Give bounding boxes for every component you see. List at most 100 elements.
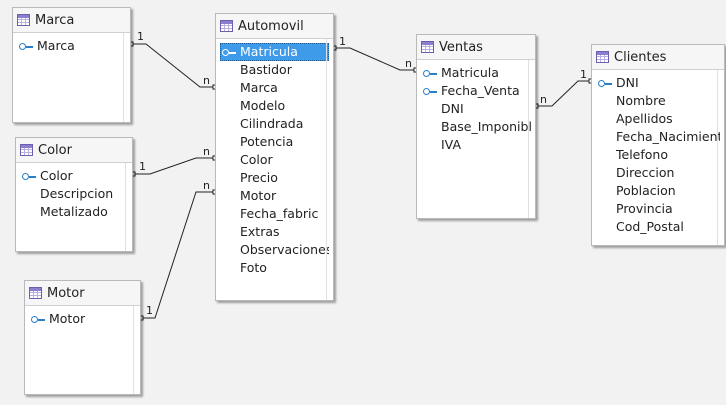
field-row[interactable]: Fecha_Nacimiento	[596, 128, 720, 146]
field-name: Marca	[240, 80, 278, 95]
scrollbar[interactable]	[123, 33, 130, 122]
cardinality-one-label: 1	[339, 35, 346, 48]
table-icon	[17, 14, 30, 26]
relation-line-clientes-ventas[interactable]	[536, 80, 591, 107]
field-name: Cod_Postal	[616, 219, 684, 234]
field-row[interactable]: Base_Imponible	[421, 118, 531, 136]
scrollbar[interactable]	[326, 39, 333, 300]
field-name: Provincia	[616, 201, 673, 216]
field-row[interactable]: Marca	[220, 79, 329, 97]
field-row[interactable]: Bastidor	[220, 61, 329, 79]
field-name: Apellidos	[616, 111, 673, 126]
field-name: Poblacion	[616, 183, 676, 198]
field-row[interactable]: Marca	[17, 37, 126, 55]
field-row[interactable]: Direccion	[596, 164, 720, 182]
table-icon	[29, 287, 42, 299]
field-name: Fecha_fabric	[240, 206, 319, 221]
field-name: Fecha_Venta	[441, 83, 520, 98]
field-row[interactable]: Extras	[220, 223, 329, 241]
field-name: DNI	[441, 101, 464, 116]
scrollbar[interactable]	[717, 70, 724, 245]
table-icon	[596, 51, 609, 63]
primary-key-icon	[598, 78, 612, 88]
primary-key-icon	[222, 47, 236, 57]
field-row[interactable]: Modelo	[220, 97, 329, 115]
primary-key-icon	[22, 171, 36, 181]
field-name: Cilindrada	[240, 116, 304, 131]
cardinality-many-label: n	[540, 93, 547, 106]
field-name: Fecha_Nacimiento	[616, 129, 720, 144]
table-header[interactable]: Color	[16, 138, 132, 163]
field-name: Motor	[49, 311, 86, 326]
table-header[interactable]: Motor	[25, 281, 140, 306]
relation-line-automovil-ventas[interactable]	[334, 47, 416, 71]
field-row[interactable]: DNI	[596, 74, 720, 92]
field-row[interactable]: Cod_Postal	[596, 218, 720, 236]
field-row[interactable]: Fecha_Venta	[421, 82, 531, 100]
field-row[interactable]: IVA	[421, 136, 531, 154]
field-name: Matricula	[240, 44, 298, 59]
field-name: DNI	[616, 75, 639, 90]
field-row[interactable]: Metalizado	[20, 203, 128, 221]
table-title: Motor	[47, 285, 85, 301]
field-row[interactable]: Color	[20, 167, 128, 185]
field-row[interactable]: Potencia	[220, 133, 329, 151]
relation-line-marca-automovil[interactable]	[131, 43, 215, 88]
field-name: Observaciones	[240, 242, 329, 257]
field-row[interactable]: Nombre	[596, 92, 720, 110]
cardinality-one-label: 1	[139, 160, 146, 173]
field-row[interactable]: Motor	[220, 187, 329, 205]
field-row[interactable]: Foto	[220, 259, 329, 277]
field-row[interactable]: Motor	[29, 310, 136, 328]
scrollbar[interactable]	[125, 163, 132, 251]
primary-key-icon	[423, 68, 437, 78]
field-name: Metalizado	[40, 204, 108, 219]
field-row[interactable]: Matricula	[220, 43, 329, 61]
table-header[interactable]: Marca	[13, 8, 130, 33]
scrollbar[interactable]	[528, 60, 535, 218]
cardinality-one-label: 1	[580, 68, 587, 81]
field-name: Marca	[37, 38, 75, 53]
field-name: Modelo	[240, 98, 286, 113]
scrollbar[interactable]	[133, 306, 140, 394]
field-row[interactable]: Descripcion	[20, 185, 128, 203]
field-row[interactable]: Color	[220, 151, 329, 169]
field-row[interactable]: Cilindrada	[220, 115, 329, 133]
field-row[interactable]: Precio	[220, 169, 329, 187]
field-row[interactable]: Fecha_fabric	[220, 205, 329, 223]
field-row[interactable]: Observaciones	[220, 241, 329, 259]
relation-line-color-automovil[interactable]	[133, 157, 215, 175]
cardinality-many-label: n	[405, 57, 412, 70]
primary-key-icon	[19, 41, 33, 51]
cardinality-many-label: n	[203, 74, 210, 87]
relation-line-motor-automovil[interactable]	[141, 191, 215, 319]
table-icon	[421, 41, 434, 53]
field-row[interactable]: Poblacion	[596, 182, 720, 200]
field-row[interactable]: Apellidos	[596, 110, 720, 128]
table-header[interactable]: Ventas	[417, 35, 535, 60]
cardinality-many-label: n	[203, 145, 210, 158]
table-header[interactable]: Clientes	[592, 45, 724, 70]
field-name: Bastidor	[240, 62, 292, 77]
field-list[interactable]: Marca	[13, 33, 130, 55]
field-row[interactable]: Provincia	[596, 200, 720, 218]
field-row[interactable]: Matricula	[421, 64, 531, 82]
field-row[interactable]: DNI	[421, 100, 531, 118]
field-row[interactable]: Telefono	[596, 146, 720, 164]
field-name: Color	[240, 152, 273, 167]
field-list[interactable]: Motor	[25, 306, 140, 328]
field-name: Color	[40, 168, 73, 183]
table-icon	[20, 144, 33, 156]
table-header[interactable]: Automovil	[216, 14, 333, 39]
